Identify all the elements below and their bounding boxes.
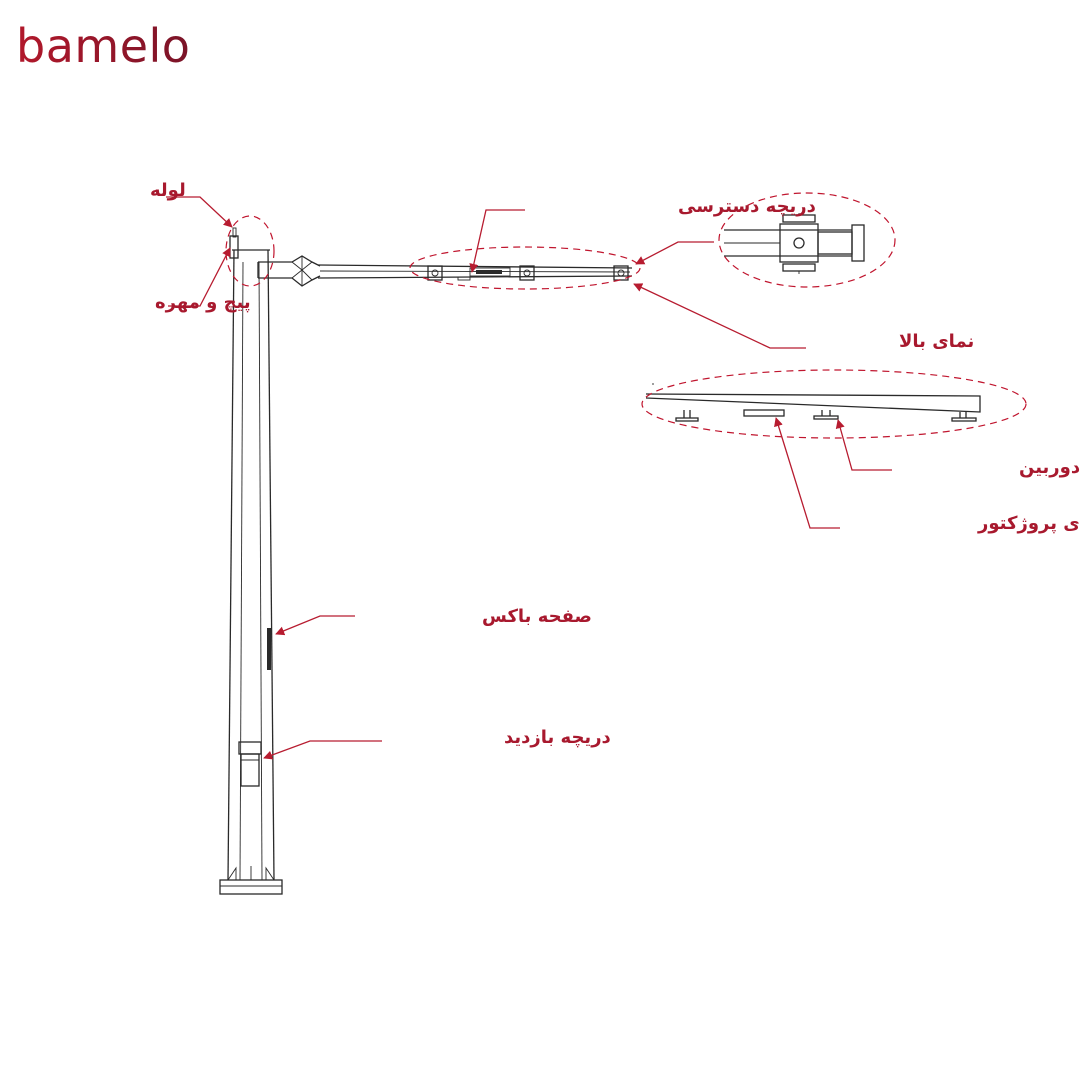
inspection-door-leader xyxy=(263,740,382,760)
arm xyxy=(257,255,633,287)
box-plate xyxy=(267,628,271,670)
label-projector-mount: جای پروژکتور xyxy=(977,513,1080,534)
camera-plate-leader xyxy=(835,419,892,471)
inspection-door xyxy=(238,741,262,787)
top-view-leader xyxy=(633,283,806,349)
access-door-leader xyxy=(469,209,525,273)
pipe-leader xyxy=(166,196,233,228)
top-view-connector xyxy=(635,241,714,265)
label-access-door: دریچه دسترسی xyxy=(678,196,816,217)
label-pipe: لوله xyxy=(150,180,186,201)
top-view-highlight xyxy=(718,192,896,288)
label-top-view: نمای بالا xyxy=(899,331,974,352)
label-camera-plate: پلیت دوربین xyxy=(1019,457,1080,478)
pole xyxy=(219,227,283,895)
pipe-highlight xyxy=(225,215,275,287)
bolt-nut-leader xyxy=(168,247,231,307)
lamp-side-view xyxy=(645,383,981,422)
brand-logo: bamelo xyxy=(16,19,190,73)
label-box-plate: صفحه باکس xyxy=(482,606,592,627)
top-view-detail xyxy=(724,213,865,274)
arm-highlight xyxy=(409,246,641,290)
label-inspection-door: دریچه بازدید xyxy=(504,727,611,748)
projector-leader xyxy=(774,417,840,529)
box-plate-leader xyxy=(275,615,355,636)
label-bolt-nut: پیچ و مهره xyxy=(155,292,251,313)
lamp-highlight xyxy=(641,369,1027,439)
